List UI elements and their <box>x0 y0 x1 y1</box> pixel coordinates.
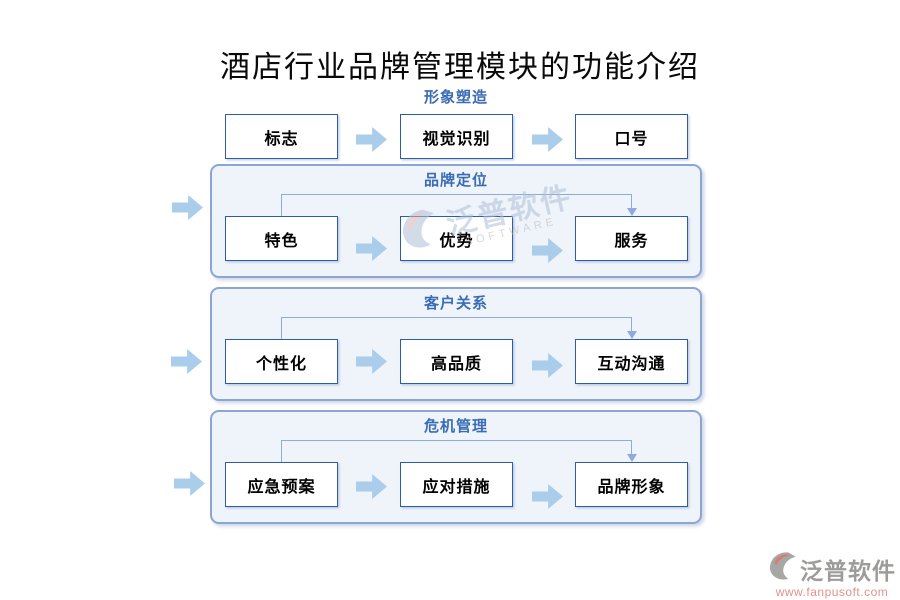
section-brand-positioning: 品牌定位 特色 优势 服务 <box>210 164 702 278</box>
fanpu-logo-icon <box>766 549 800 588</box>
page-title: 酒店行业品牌管理模块的功能介绍 <box>220 51 700 84</box>
connector-arrowhead-icon <box>627 454 637 462</box>
node-personalization: 个性化 <box>225 339 338 384</box>
connector-arrowhead-icon <box>627 331 637 339</box>
section-label-image-shaping: 形象塑造 <box>423 89 488 106</box>
section-customer-relations: 客户关系 个性化 高品质 互动沟通 <box>210 287 702 401</box>
node-advantage: 优势 <box>400 216 513 261</box>
section-label: 客户关系 <box>423 295 488 312</box>
node-service: 服务 <box>575 216 688 261</box>
right-block-arrow-icon <box>174 471 205 496</box>
section-label: 品牌定位 <box>423 172 488 189</box>
node-logo: 标志 <box>225 114 338 159</box>
connector-line <box>281 317 631 318</box>
connector-line <box>281 440 631 441</box>
node-interactive-communication: 互动沟通 <box>575 339 688 384</box>
right-block-arrow-icon <box>171 349 202 374</box>
connector-line <box>631 317 632 332</box>
connector-line <box>281 440 282 462</box>
section-label: 危机管理 <box>423 418 488 435</box>
node-features: 特色 <box>225 216 338 261</box>
connector-arrowhead-icon <box>627 208 637 216</box>
node-response-measures: 应对措施 <box>400 462 513 507</box>
connector-line <box>281 194 282 216</box>
node-visual-identity: 视觉识别 <box>400 114 513 159</box>
right-block-arrow-icon <box>356 127 387 152</box>
right-block-arrow-icon <box>172 195 203 220</box>
right-block-arrow-icon <box>532 127 563 152</box>
connector-line <box>631 194 632 209</box>
footer-brand-text: 泛普软件 <box>800 558 896 584</box>
connector-line <box>281 317 282 339</box>
node-emergency-plan: 应急预案 <box>225 462 338 507</box>
connector-line <box>281 194 631 195</box>
node-slogan: 口号 <box>575 114 688 159</box>
node-high-quality: 高品质 <box>400 339 513 384</box>
node-brand-image: 品牌形象 <box>575 462 688 507</box>
section-crisis-management: 危机管理 应急预案 应对措施 品牌形象 <box>210 410 702 524</box>
connector-line <box>631 440 632 455</box>
footer-logo: 泛普软件 www.fanpusoft.com <box>766 549 898 599</box>
footer-url-text: www.fanpusoft.com <box>775 585 889 599</box>
